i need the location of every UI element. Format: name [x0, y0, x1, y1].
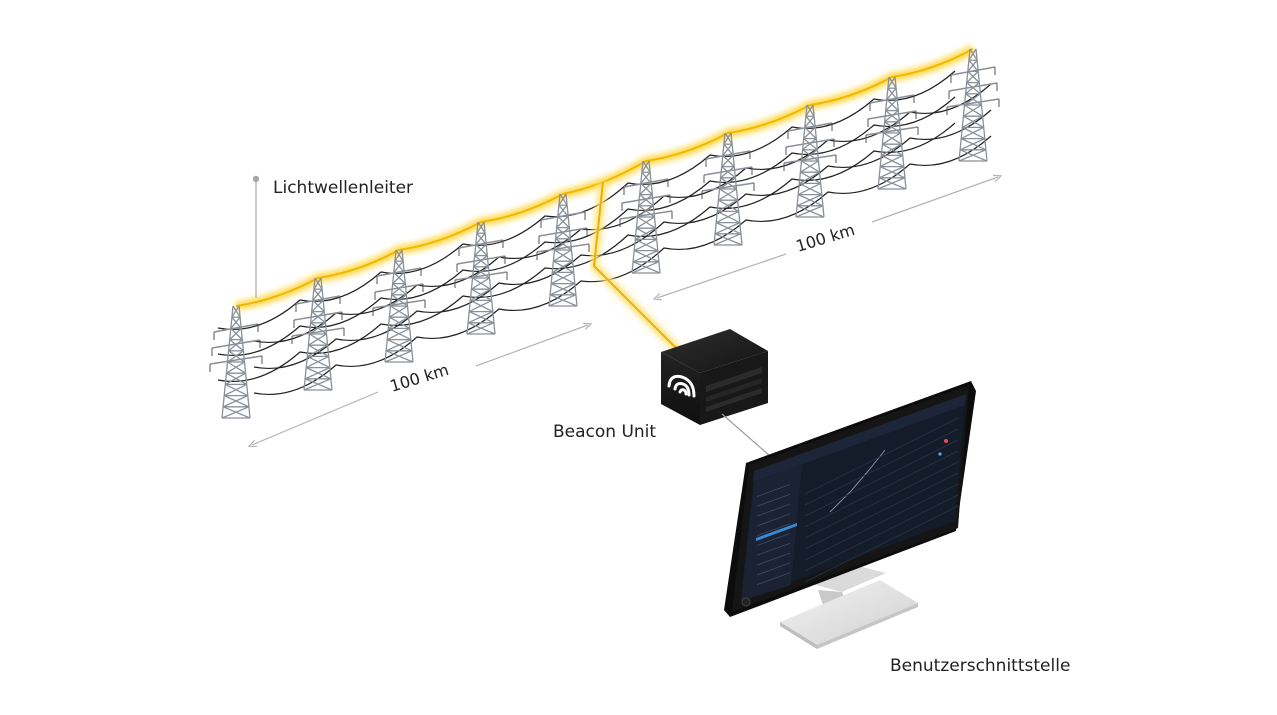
- grid-row-line: [804, 483, 959, 561]
- grid-row-line: [804, 461, 959, 539]
- conductor-wire: [217, 96, 956, 357]
- fiber-drop-cable: [589, 181, 684, 356]
- tower: [372, 249, 426, 363]
- monitor-power-icon: [741, 597, 751, 607]
- sidebar-row: [757, 572, 790, 586]
- monitor-data-rows: [804, 417, 959, 583]
- sidebar-row: [757, 562, 790, 576]
- beacon-logo-icon: [667, 374, 696, 398]
- tower: [946, 48, 1000, 162]
- grid-row-line: [804, 428, 959, 506]
- distance-dimension-right: [657, 177, 998, 298]
- sidebar-row: [757, 513, 790, 527]
- conductor-wire: [217, 70, 956, 331]
- beacon-to-monitor-connector: [721, 413, 771, 457]
- grid-row-line: [804, 417, 959, 495]
- grid-row-line: [804, 472, 959, 550]
- tower: [865, 76, 919, 190]
- user-interface-label: Benutzerschnittstelle: [890, 656, 1070, 676]
- beacon-unit: [661, 329, 768, 425]
- sidebar-row: [757, 484, 790, 497]
- sidebar-row: [757, 552, 790, 566]
- distance-label-left: 100 km: [388, 360, 451, 396]
- sidebar-row: [757, 503, 790, 517]
- distance-label-right: 100 km: [794, 220, 857, 256]
- tower: [619, 160, 673, 274]
- power-line-conductors: [217, 70, 992, 396]
- distance-dimension-left: [252, 325, 588, 445]
- conductor-wire: [253, 83, 992, 344]
- transmission-towers: [209, 48, 1000, 419]
- fiber-core: [235, 48, 974, 307]
- fiber-label: Lichtwellenleiter: [273, 178, 413, 198]
- beacon-unit-label: Beacon Unit: [553, 422, 656, 442]
- conductor-wire: [253, 109, 992, 370]
- fiber-optic-cable: [235, 45, 976, 311]
- monitor: [724, 381, 976, 649]
- grid-row-line: [804, 439, 959, 517]
- conductor-wire: [253, 135, 992, 396]
- sidebar-row: [757, 523, 790, 537]
- tower: [454, 221, 508, 335]
- tower: [701, 132, 755, 246]
- tower: [291, 277, 345, 391]
- fiber-label-leader: [252, 175, 260, 298]
- sidebar-row: [757, 542, 790, 556]
- conductor-wire: [217, 122, 956, 383]
- tower: [536, 193, 590, 307]
- tower: [209, 305, 263, 419]
- grid-row-line: [804, 505, 959, 583]
- sidebar-row: [757, 493, 790, 507]
- grid-row-line: [804, 494, 959, 572]
- grid-row-line: [804, 450, 959, 528]
- sidebar-row: [757, 533, 790, 546]
- tower: [783, 104, 837, 218]
- monitor-sidebar-rows: [757, 484, 790, 586]
